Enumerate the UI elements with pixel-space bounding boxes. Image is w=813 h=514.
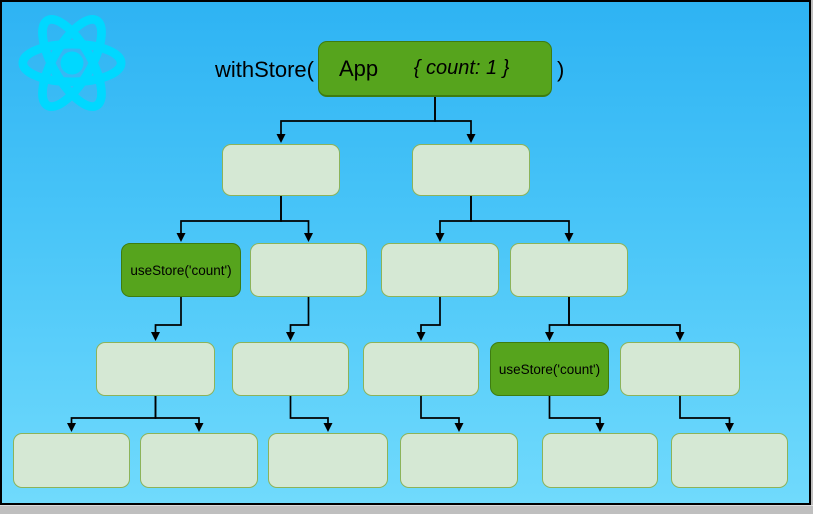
tree-node [13, 433, 130, 488]
withstore-suffix-label: ) [557, 57, 565, 82]
tree-node [381, 243, 499, 297]
tree-node [232, 342, 349, 396]
tree-node [542, 433, 658, 488]
tree-node [620, 342, 740, 396]
tree-node [671, 433, 788, 488]
tree-node [222, 144, 340, 196]
usestore-node: useStore('count') [490, 342, 609, 396]
react-logo-icon [18, 15, 126, 111]
app-state-label: { count: 1 } [413, 57, 510, 79]
tree-node [400, 433, 518, 488]
tree-node [363, 342, 479, 396]
tree-node [510, 243, 628, 297]
tree-node [96, 342, 215, 396]
tree-node [140, 433, 258, 488]
node-label: useStore('count') [130, 262, 232, 278]
window-bottom-strip [0, 505, 813, 514]
app-label: App [339, 55, 379, 81]
app-node: App { count: 1 } [318, 41, 552, 97]
node-label: useStore('count') [498, 361, 601, 377]
tree-node [250, 243, 367, 297]
withstore-prefix-label: withStore( [214, 57, 314, 82]
usestore-node: useStore('count') [121, 243, 241, 297]
tree-node [412, 144, 530, 196]
tree-node [268, 433, 388, 488]
